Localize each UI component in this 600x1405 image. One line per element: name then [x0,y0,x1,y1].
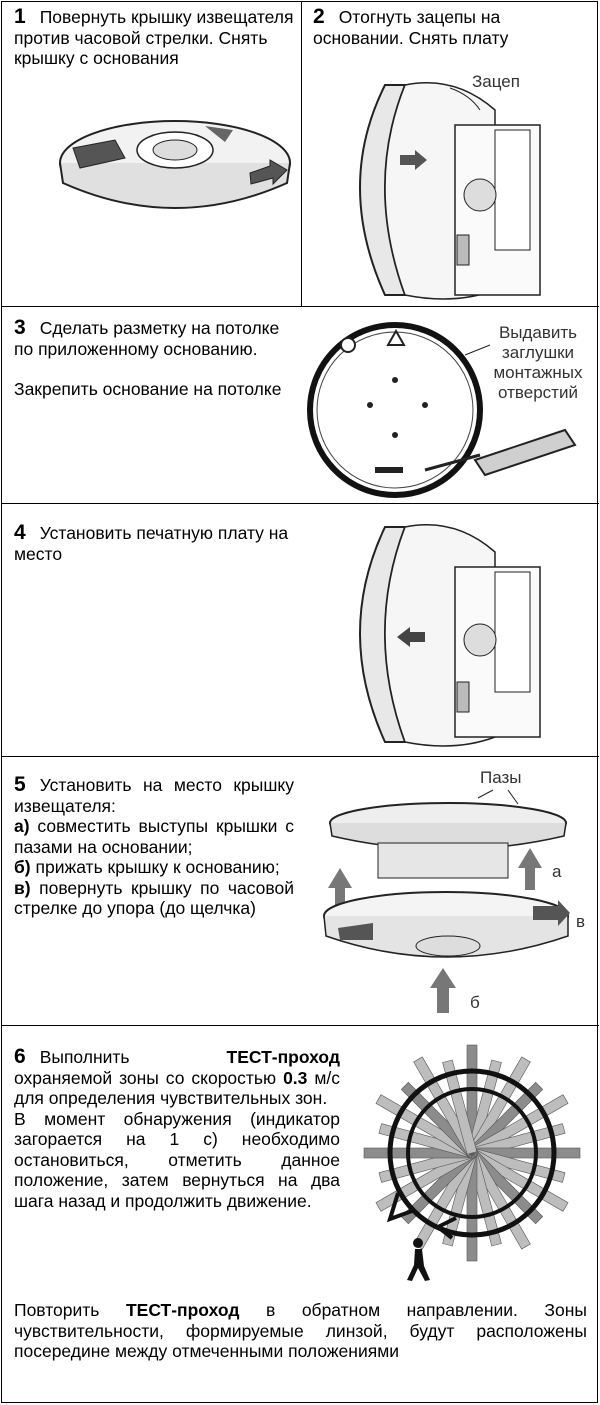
board-install-illustration [359,524,541,747]
mounting-base-illustration [307,322,577,498]
step-6-t3: м/с для определения чувствительных зон. [14,1067,340,1109]
repeat-t2: в обратном направлении. Зоны чувствитель… [14,1300,587,1361]
step-6-speed: 0.3 [283,1067,308,1088]
hook-label: Зацеп [472,72,520,91]
step-5-b-text: прижать крышку к основанию; [35,857,280,877]
step-5-c-mark: в) [14,877,31,898]
step-6-t1: Выполнить [39,1047,130,1067]
step-6-text: 6 Выполнить ТЕСТ-проход охраняемой зоны с… [14,1045,340,1211]
repeat-text: Повторить ТЕСТ-проход в обратном направл… [14,1300,587,1362]
walking-person-icon [407,1238,430,1281]
fig-label-c: в [576,912,586,931]
fig-label-b: б [470,993,480,1012]
step-5-a-mark: а) [14,816,30,836]
base-board-illustration [359,82,541,300]
step-2-number: 2 [313,5,325,28]
detection-zones-illustration [363,1044,581,1281]
step-1-instruction: Повернуть крышку извещателя против часов… [14,7,294,68]
slots-label: Пазы [480,768,522,787]
step-3-instruction-2: Закрепить основание на потолке [14,379,282,399]
step-4-number: 4 [14,521,26,544]
step-5-b-mark: б) [14,857,31,877]
step-3-number: 3 [14,316,26,339]
cover-attach-illustration [323,789,570,1013]
step-5-c-text: повернуть крышку по часовой стрелке до у… [14,877,294,919]
repeat-t1: Повторить [14,1300,100,1320]
knockout-label: Выдавить заглушки монтажных отверстий [493,323,583,402]
step-6-t4: В момент обнаружения (индикатор загорает… [14,1108,340,1211]
step-3-instruction: Сделать разметку на потолке по приложенн… [14,318,280,359]
step-6-t2: охраняемой зоны со скоростью [14,1067,277,1088]
step-4-instruction: Установить печатную плату на место [14,523,289,564]
step-5-instruction: Установить на место крышку извещателя: [14,775,294,816]
step-5-number: 5 [14,773,26,796]
step-2-instruction: Отогнуть зацепы на основании. Снять плат… [313,7,509,48]
repeat-test-pass: ТЕСТ-проход [125,1300,240,1320]
step-6-test-pass: ТЕСТ-проход [226,1047,340,1067]
step-1-number: 1 [14,5,26,28]
step-6-number: 6 [14,1045,26,1068]
detector-cover-illustration [59,120,291,209]
fig-label-a: а [552,862,562,881]
step-5-a-text: совместить выступы крышки с пазами на ос… [14,816,294,857]
